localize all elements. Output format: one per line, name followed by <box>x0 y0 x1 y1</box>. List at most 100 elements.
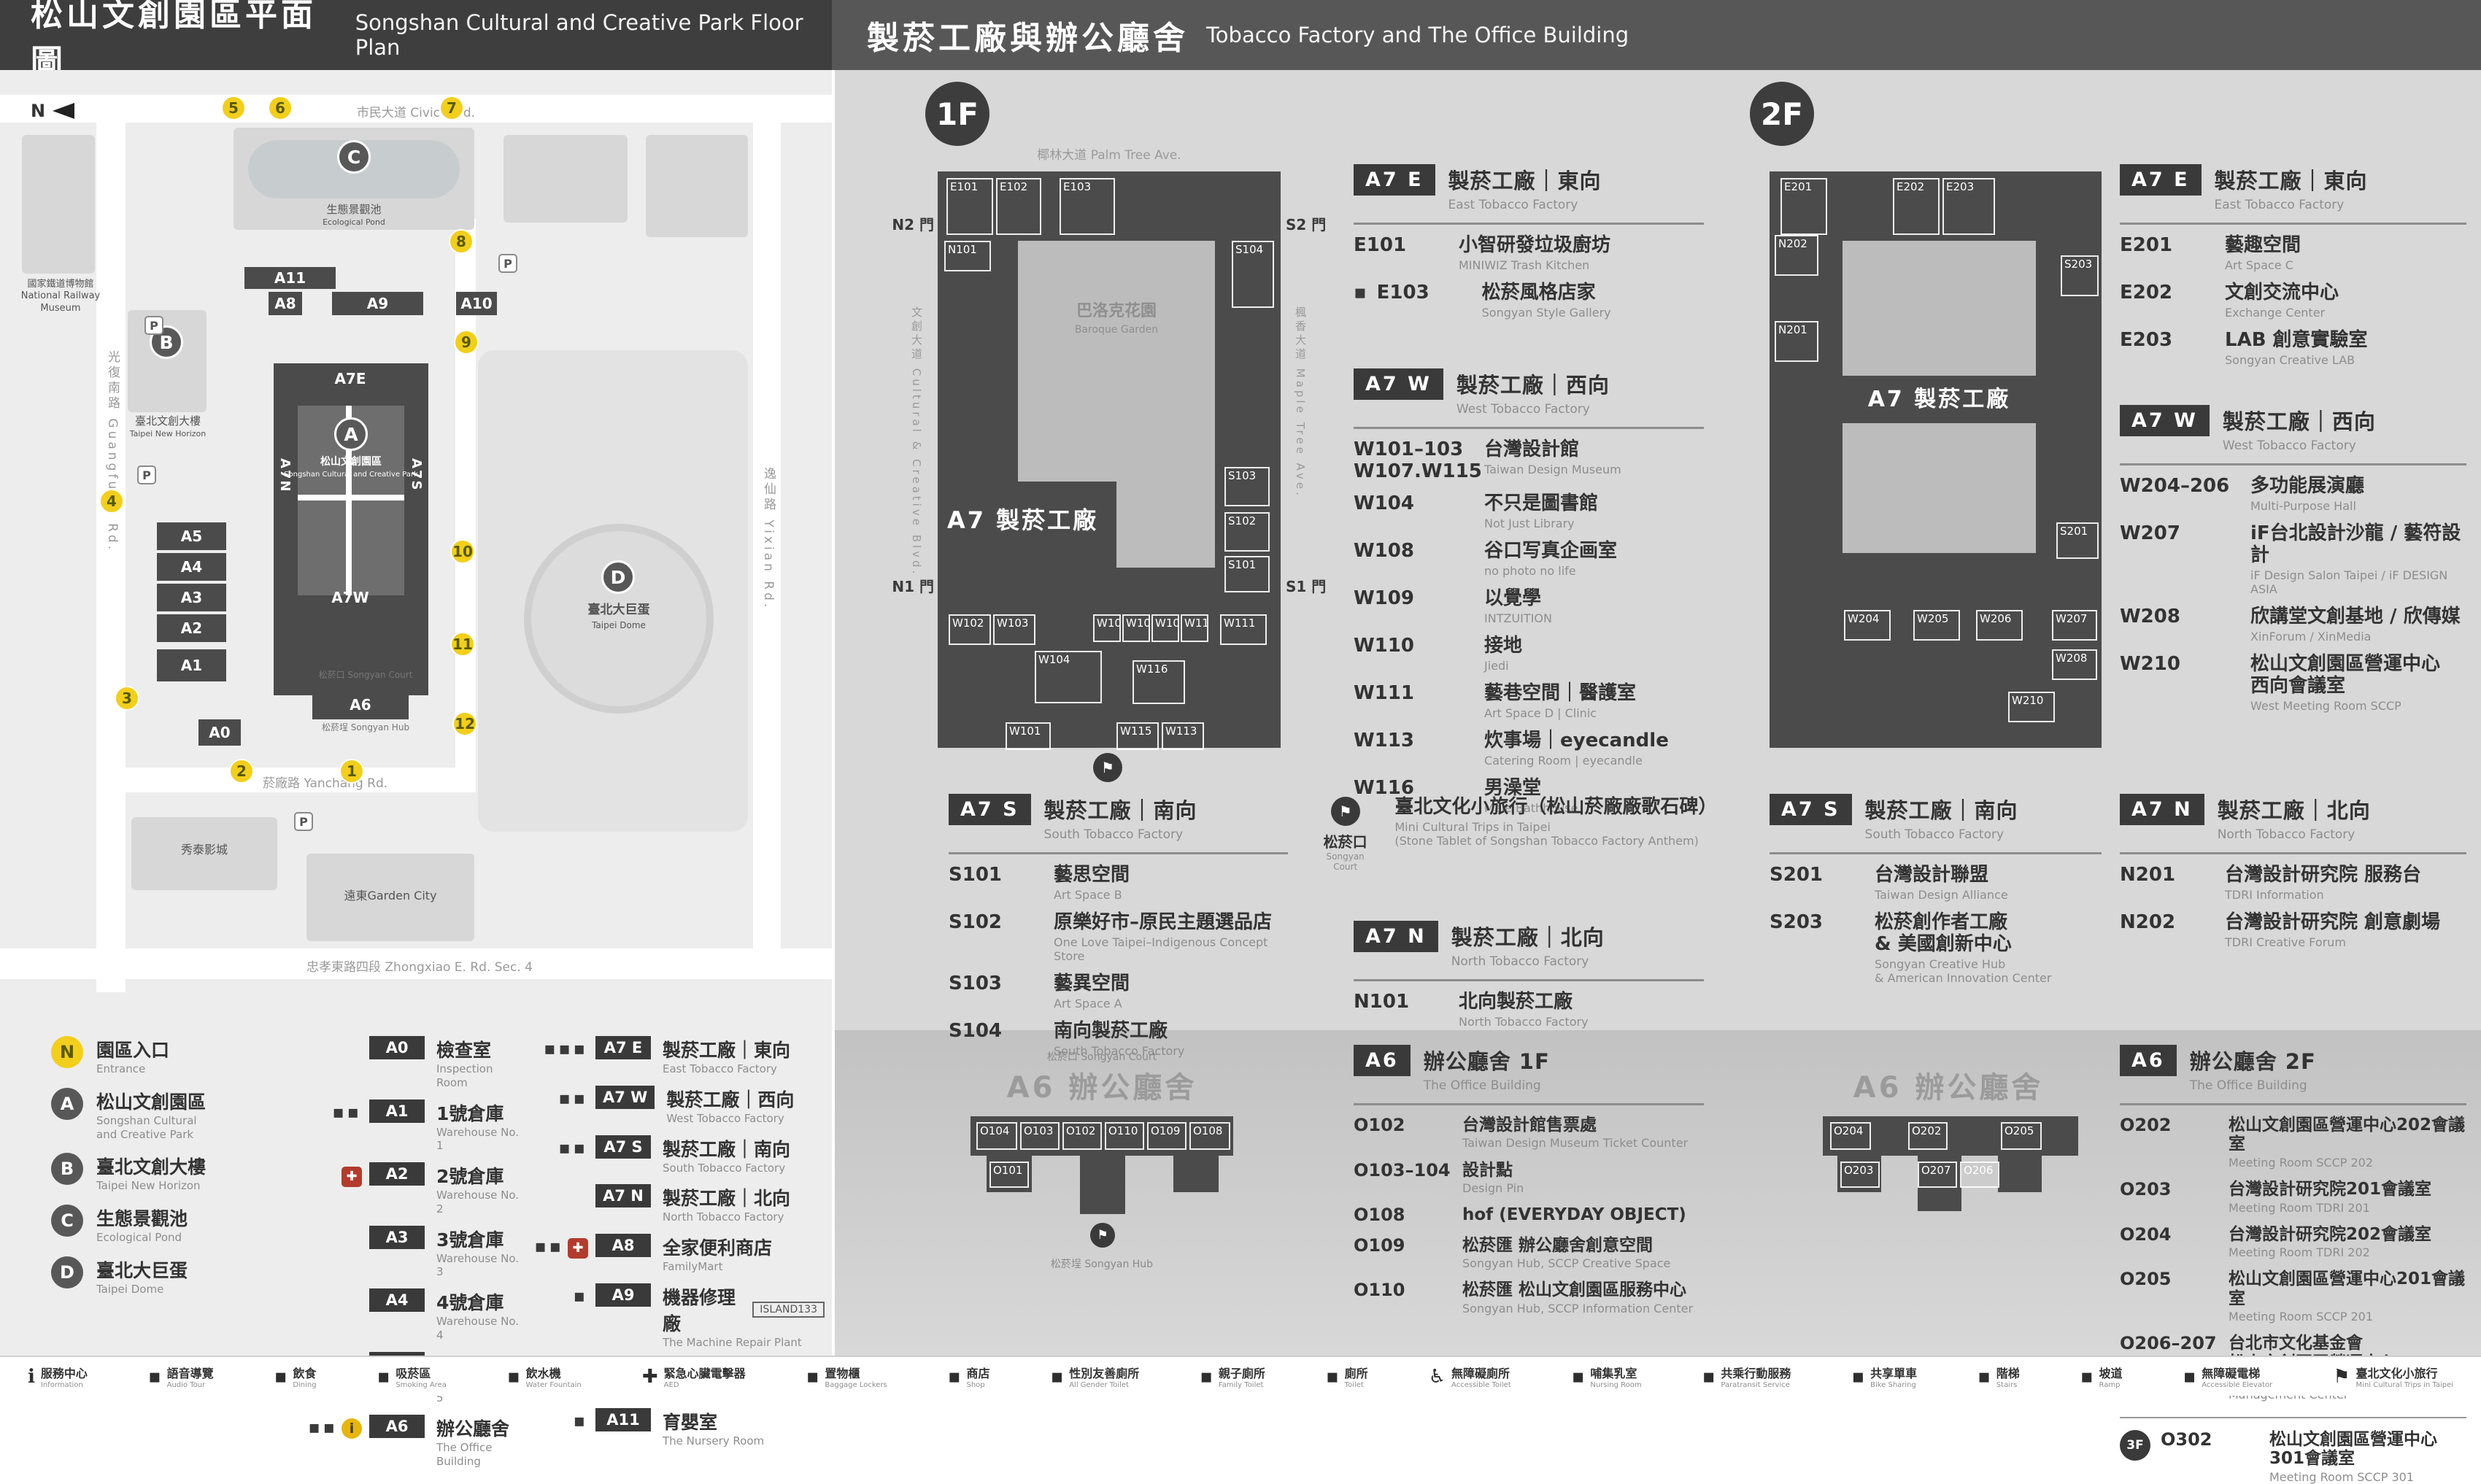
room-name-zh: 設計點 <box>1462 1160 1513 1180</box>
songyan-court-zh: 松菸口 <box>1323 833 1367 851</box>
cinema-label: 秀泰影城 <box>180 843 228 857</box>
a6-2f-wing-right <box>1998 1156 2042 1192</box>
amenity-legend-item: ▪ 語音導覽 Audio Tour <box>148 1364 214 1389</box>
section-title-zh: 製菸工廠｜西向 <box>1456 373 1610 398</box>
left-title-zh: 松山文創園區平面圖 <box>31 0 317 80</box>
room-code: O108 <box>1354 1205 1405 1226</box>
amenity-legend-item: ✚ 緊急心臟電擊器 AED <box>642 1364 746 1389</box>
section-header: A6 辦公廳舍 1F The Office Building <box>1354 1045 1704 1105</box>
room-name-en: Songyan Hub, SCCP Creative Space <box>1462 1256 1671 1271</box>
amenity-label-en: Bike Sharing <box>1870 1381 1916 1389</box>
legend-circle-row: D 臺北大巨蛋 Taipei Dome <box>51 1256 292 1296</box>
amenity-label-en: Family Toilet <box>1218 1381 1264 1389</box>
amenity-icon: ▪ <box>507 1365 520 1388</box>
legend-label-zh: 園區入口 <box>96 1040 170 1061</box>
room-name-zh: 台灣設計研究院 服務台 <box>2225 864 2422 886</box>
section-header: A7 N 製菸工廠｜北向 North Tobacco Factory <box>1354 921 1704 981</box>
room-code: E101 <box>1354 234 1407 256</box>
park-label-zh: 松山文創園區 <box>320 456 382 468</box>
building-code-badge: A7 W <box>595 1085 655 1109</box>
room-code: E103 <box>1376 282 1429 304</box>
room-code: O206–207 <box>2120 1333 2217 1354</box>
room-name-en: West Meeting Room SCCP <box>2250 699 2401 714</box>
room-list-item: O108 hof (EVERYDAY OBJECT) <box>1354 1205 1704 1226</box>
section-a7s-1f: A7 S 製菸工廠｜南向 South Tobacco Factory S101 … <box>949 794 1288 1059</box>
amenity-label-en: Shop <box>966 1381 985 1389</box>
room-code: W104 <box>1354 492 1414 514</box>
park-east-path <box>455 219 476 773</box>
room-list-item: W208 欣講堂文創基地 / 欣傳媒 XinForum / XinMedia <box>2120 606 2466 644</box>
amenity-legend-item: ▪ 商店 Shop <box>948 1364 990 1389</box>
legend-circle-badge: D <box>51 1256 83 1288</box>
amenity-icon: ▪ <box>274 1365 288 1388</box>
amenity-label-zh: 哺集乳室 <box>1590 1367 1637 1380</box>
amenity-legend-item: ▪ 無障礙電梯 Accessible Elevator <box>2183 1364 2273 1389</box>
room-name-en: Taiwan Design Alliance <box>1875 887 2008 902</box>
room-name-zh: 松菸匯 松山文創園區服務中心 <box>1462 1280 1687 1300</box>
amenity-icons: ▪▪ <box>558 1087 588 1108</box>
section-title-zh: 製菸工廠｜北向 <box>2217 798 2371 823</box>
room-name-en: Art Space D | Clinic <box>1484 706 1597 720</box>
street-label-civic: 市民大道 Civic Blvd. <box>356 106 476 120</box>
amenity-legend-item: ▪ 共乘行動服務 Paratransit Service <box>1702 1364 1791 1389</box>
garden-label-en: Baroque Garden <box>1074 323 1159 336</box>
section-badge: A7 N <box>2120 794 2204 825</box>
legend-building-row: A0 檢查室 Inspection Room <box>292 1036 525 1090</box>
northeast-block-2 <box>646 135 748 237</box>
garden-label-zh: 巴洛克花園 <box>1076 302 1157 320</box>
room-code: S102 <box>949 911 1002 934</box>
room-name-zh: 松菸風格店家 <box>1481 282 1596 304</box>
building-code-badge: A9 <box>595 1283 651 1307</box>
road-zhongxiao <box>0 948 832 979</box>
section-header: A7 E 製菸工廠｜東向 East Tobacco Factory <box>1354 164 1704 225</box>
amenity-label-zh: 廁所 <box>1344 1367 1368 1380</box>
amenity-label-zh: 服務中心 <box>40 1367 88 1380</box>
street-label-guangfu: 光復南路 Guangfu S. Rd. <box>105 350 120 553</box>
street-label-zhongxiao: 忠孝東路四段 Zhongxiao E. Rd. Sec. 4 <box>306 960 533 975</box>
a6-1f-building-bar <box>971 1116 1233 1156</box>
cultural-blvd-label: 文創大道 Cultural & Creative Blvd. <box>910 306 923 577</box>
room-list-item: W108 谷口写真企画室 no photo no life <box>1354 540 1704 578</box>
section-a7w-1f: A7 W 製菸工廠｜西向 West Tobacco Factory W101–1… <box>1354 368 1704 815</box>
amenity-label-en: Audio Tour <box>166 1381 206 1389</box>
map-a7-path-v <box>346 406 352 595</box>
a6-2f-plan-title: A6 辦公廳舍 <box>1853 1071 2044 1105</box>
room-code: E203 <box>2120 329 2173 352</box>
section-header: A7 S 製菸工廠｜南向 South Tobacco Factory <box>949 794 1288 854</box>
legend-building-row: ▪▪▪ A7 E 製菸工廠｜東向 East Tobacco Factory <box>518 1036 825 1076</box>
amenity-label-en: All Gender Toilet <box>1069 1381 1129 1389</box>
railway-museum-label: 國家鐵道博物館 National Railway Museum <box>20 279 101 314</box>
amenity-legend-item: ℹ 服務中心 Information <box>28 1364 88 1389</box>
room-code: W208 <box>2120 606 2180 628</box>
amenity-icons: ▪▪ <box>518 1234 595 1259</box>
amenity-label-zh: 語音導覽 <box>166 1367 214 1380</box>
tenant-logo: ISLAND133 <box>752 1301 825 1318</box>
building-name-zh: 製菸工廠｜東向 <box>663 1040 791 1061</box>
building-code-badge: A7 S <box>595 1135 651 1159</box>
amenity-label-zh: 飲水機 <box>525 1367 561 1380</box>
legend-building-row: ▪▪ A1 1號倉庫 Warehouse No. 1 <box>292 1099 525 1153</box>
room-code: S103 <box>949 973 1002 995</box>
room-name-en: Meeting Room SCCP 301 <box>2269 1469 2415 1484</box>
baroque-garden-label: 巴洛克花園 Baroque Garden <box>1018 301 1215 337</box>
room-name-zh: 炊事場｜eyecandle <box>1484 730 1669 752</box>
amenity-icon: ▪ <box>1851 1365 1865 1388</box>
room-code: W210 <box>2120 653 2180 676</box>
room-name-zh: 北向製菸工廠 <box>1459 991 1573 1013</box>
gate-s1: S1 門 <box>1286 578 1327 595</box>
amenity-icons: ▪▪▪ <box>544 1038 588 1059</box>
floor-3f-badge: 3F <box>2120 1429 2150 1461</box>
section-a7e-2f: A7 E 製菸工廠｜東向 East Tobacco Factory E201 藝… <box>2120 164 2466 367</box>
building-name-zh: 製菸工廠｜北向 <box>663 1188 791 1210</box>
pond-label-zh: 生態景觀池 <box>326 203 382 216</box>
legend-label-en: Taipei New Horizon <box>96 1179 201 1193</box>
room-list-item: S102 原樂好市–原民主題選品店 One Love Taipei–Indige… <box>949 911 1288 963</box>
room-code: S101 <box>949 864 1002 886</box>
legend-building-row: ▪▪ A8 全家便利商店 FamilyMart <box>518 1234 825 1274</box>
room-list-item: N101 北向製菸工廠 North Tobacco Factory <box>1354 991 1704 1029</box>
a6-1f-wing-right <box>1173 1156 1219 1192</box>
songyan-court-en: Songyan Court <box>1326 851 1365 872</box>
amenity-label-zh: 吸菸區 <box>396 1367 431 1380</box>
legend-circle-row: B 臺北文創大樓 Taipei New Horizon <box>51 1153 292 1193</box>
